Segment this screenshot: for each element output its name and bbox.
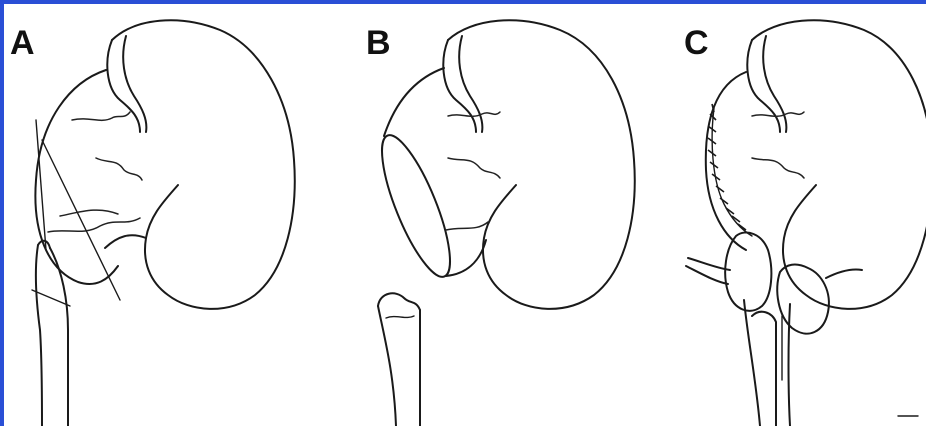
panel-c-vessel-right: [826, 269, 862, 278]
panel-c-kidney-outline: [752, 20, 926, 309]
panel-label-a: A: [10, 26, 35, 60]
panel-c-drawing: [686, 20, 926, 426]
panel-b-vein-2: [448, 158, 500, 178]
panel-a-cut-line-vertical: [36, 120, 46, 250]
panel-a-hilum-curve: [105, 235, 146, 248]
panel-c-right-loop: [777, 265, 829, 334]
panel-a-vein-1: [72, 112, 130, 120]
panel-b-vein-3: [446, 222, 488, 230]
panel-c-ureter-inner: [752, 312, 776, 426]
panel-c-vessel-left: [688, 258, 730, 270]
panel-b-ureter-top: [378, 293, 420, 310]
panel-a-groove-inner: [123, 36, 146, 132]
panel-a-cut-line-diagonal: [42, 140, 120, 300]
panel-c-left-loop: [725, 232, 771, 310]
panel-c-lower-pole: [706, 72, 746, 250]
panel-a-vein-2: [96, 158, 142, 180]
panel-a-kidney-outline: [112, 20, 295, 309]
panel-b-upper-edge: [384, 68, 444, 136]
panel-b-cut-surface: [369, 128, 463, 284]
panel-c-groove-inner: [763, 36, 786, 132]
panel-a-drawing: [32, 20, 295, 426]
panel-c-suture-path: [712, 108, 752, 236]
panel-b-vein-1: [448, 112, 500, 116]
panel-label-b: B: [366, 26, 391, 60]
panel-a-lower-pole: [35, 70, 118, 284]
panel-c-vein-1: [752, 112, 804, 116]
panel-b-ureter-left: [378, 306, 396, 426]
panel-c-vein-2: [752, 158, 804, 178]
panel-b-lower-edge: [446, 240, 486, 276]
panel-label-c: C: [684, 26, 709, 60]
panel-b-drawing: [369, 20, 635, 426]
panel-a-ureter-left: [36, 245, 42, 426]
panel-c-ureter-outer-right: [789, 304, 791, 426]
panel-c-ureter-outer-left: [744, 300, 760, 426]
panel-b-groove-inner: [459, 36, 482, 132]
panel-a-vein-3: [48, 218, 140, 232]
panel-a-vein-4: [60, 210, 118, 216]
panel-b-ureter-lumen: [386, 316, 414, 318]
